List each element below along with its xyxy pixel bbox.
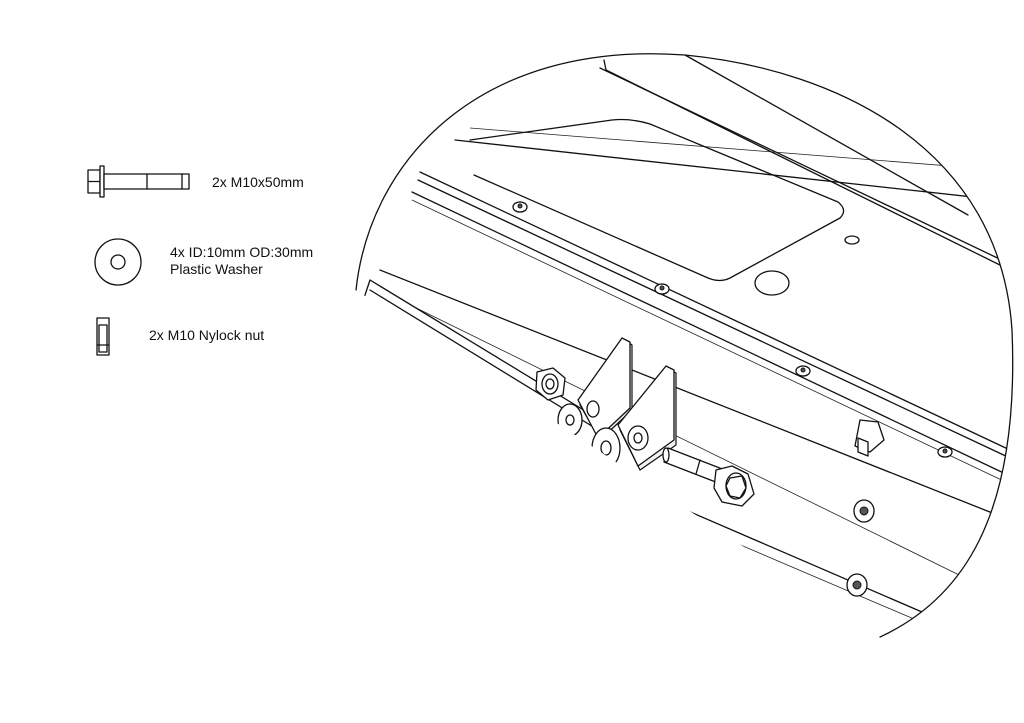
nylock-nut [535, 367, 566, 401]
rail-fastener [654, 283, 670, 295]
detail-view [355, 53, 1014, 638]
rail-fastener [937, 446, 953, 458]
beam-fastener [853, 499, 875, 523]
rail-nut [854, 419, 885, 457]
plastic-washer [557, 403, 583, 437]
washer-label-line1: 4x ID:10mm OD:30mm [170, 244, 313, 260]
bolt-icon [87, 165, 190, 198]
rail-fastener [512, 201, 528, 213]
detail-view-outline [355, 53, 1014, 638]
bolt-label: 2x M10x50mm [212, 174, 304, 190]
washer-label-line2: Plastic Washer [170, 261, 263, 277]
bolt [662, 447, 755, 507]
beam-fastener [846, 573, 868, 597]
hinge-bracket [617, 365, 677, 471]
rail-fastener [795, 365, 811, 377]
plastic-washer [591, 427, 621, 469]
washer-icon [94, 238, 142, 286]
nylock-nut-icon [96, 317, 110, 356]
nylock-nut-label: 2x M10 Nylock nut [149, 327, 264, 343]
parts-legend: 2x M10x50mm 4x ID:10mm OD:30mm Plastic W… [87, 165, 313, 356]
